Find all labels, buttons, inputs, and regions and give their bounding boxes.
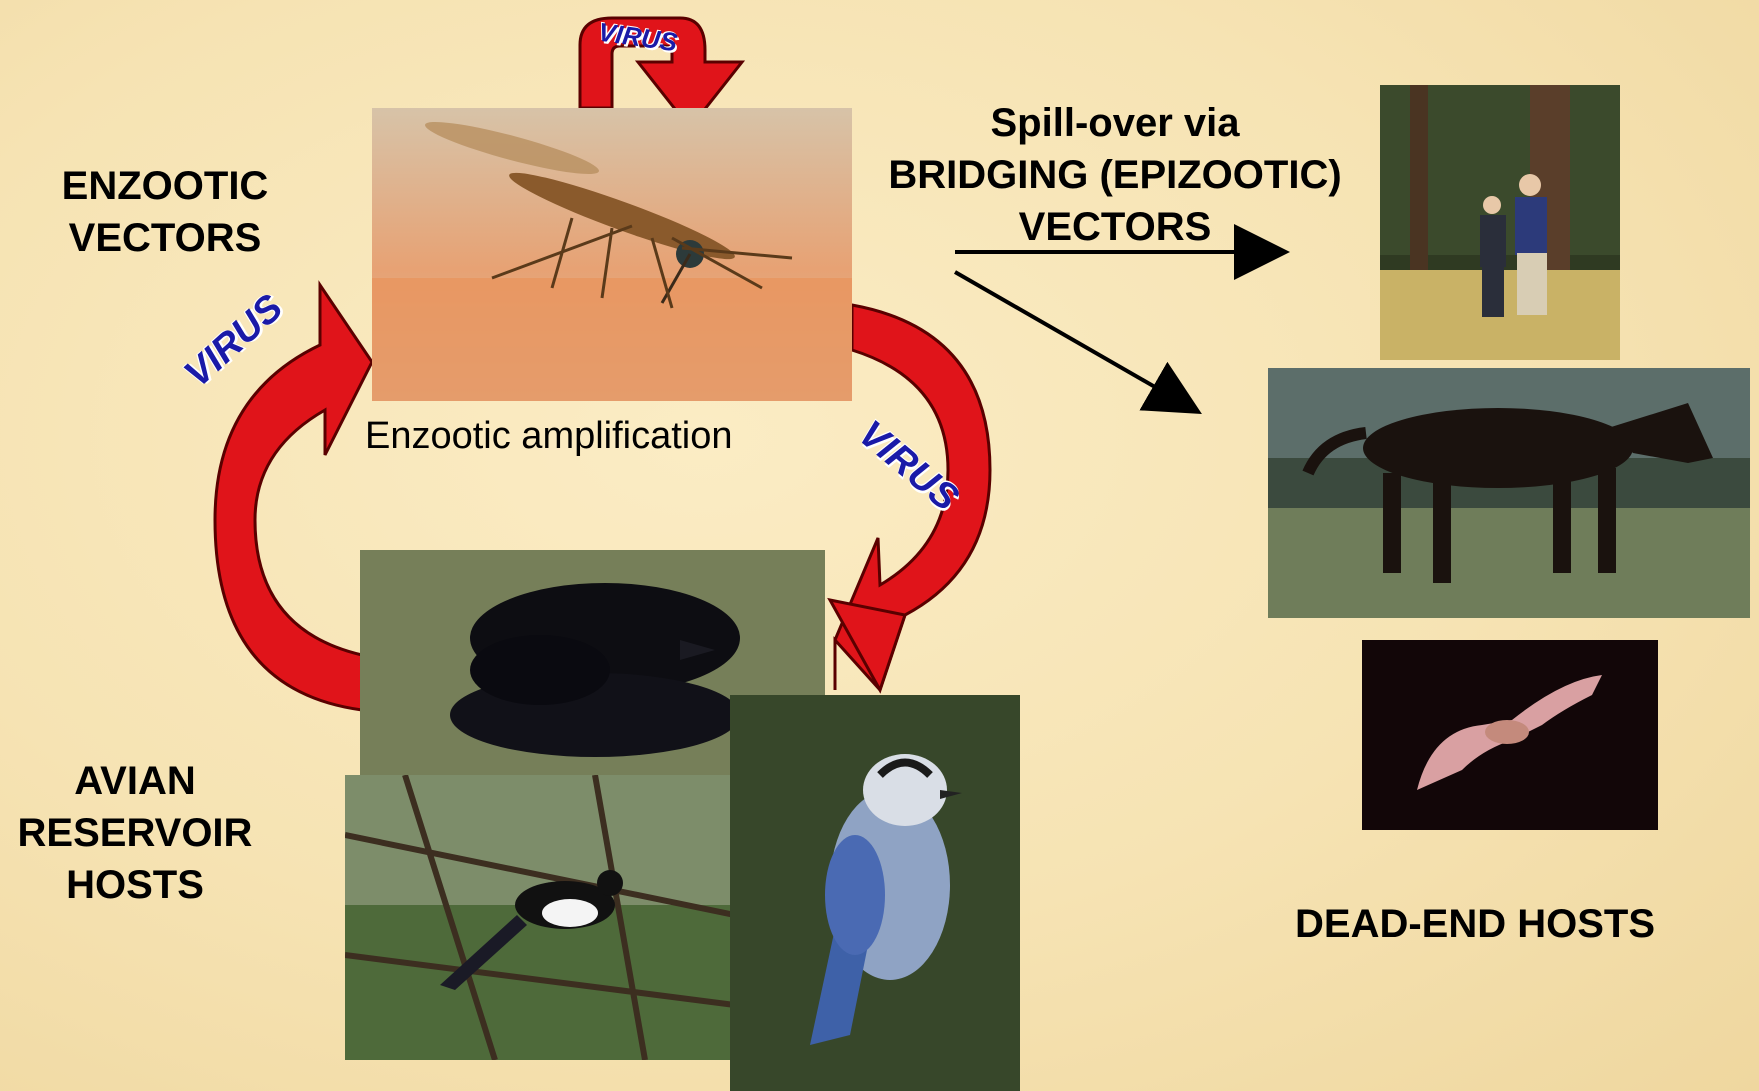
spillover-line-2: BRIDGING (EPIZOOTIC) — [860, 149, 1370, 201]
enzootic-vectors-line-2: VECTORS — [40, 212, 290, 264]
bat-photo — [1362, 640, 1658, 830]
mosquito-photo — [372, 108, 852, 401]
enzootic-amplification-label: Enzootic amplification — [365, 415, 733, 458]
enzootic-vectors-label: ENZOOTIC VECTORS — [40, 160, 290, 264]
blue-jay-photo — [730, 695, 1020, 1091]
avian-reservoir-line-1: AVIAN — [0, 755, 270, 807]
spillover-label: Spill-over via BRIDGING (EPIZOOTIC) VECT… — [860, 97, 1370, 253]
spillover-line-1: Spill-over via — [860, 97, 1370, 149]
spillover-line-3: VECTORS — [860, 201, 1370, 253]
horse-photo — [1268, 368, 1750, 618]
enzootic-vectors-line-1: ENZOOTIC — [40, 160, 290, 212]
people-walking-photo — [1380, 85, 1620, 360]
spillover-arrow-to-horse — [955, 272, 1195, 410]
avian-reservoir-line-2: RESERVOIR — [0, 807, 270, 859]
right-virus-arrow — [830, 305, 990, 690]
magpie-photo — [345, 775, 735, 1060]
avian-reservoir-line-3: HOSTS — [0, 859, 270, 911]
dead-end-hosts-label: DEAD-END HOSTS — [1295, 898, 1715, 950]
avian-reservoir-hosts-label: AVIAN RESERVOIR HOSTS — [0, 755, 270, 911]
